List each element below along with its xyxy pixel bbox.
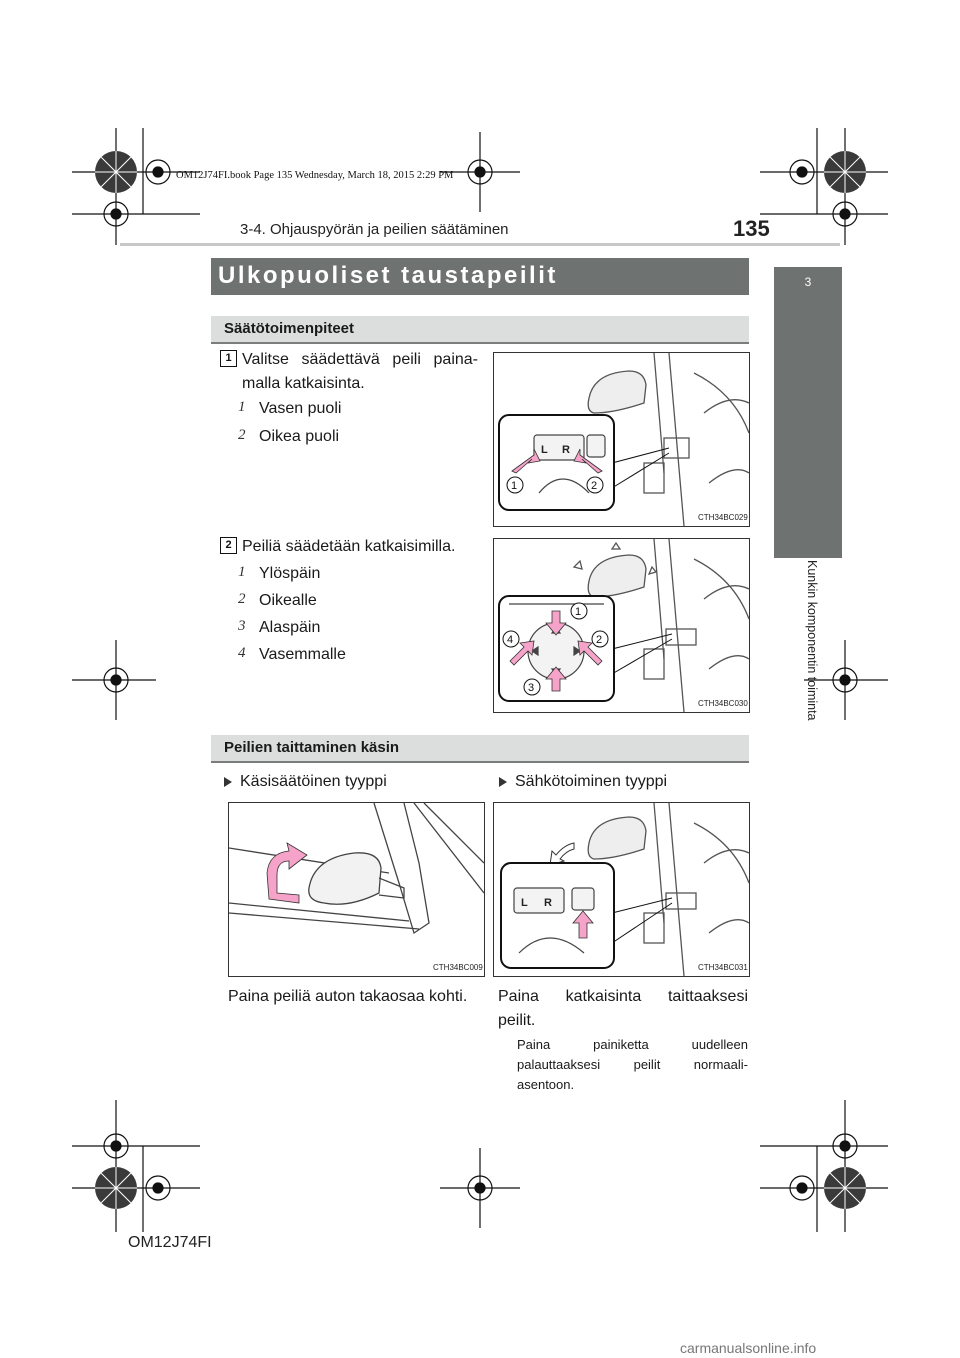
manual-type-label: Käsisäätöinen tyyppi xyxy=(224,770,387,794)
fold-switch-label-l: L xyxy=(521,897,528,909)
chapter-number: 3 xyxy=(804,275,812,289)
page-number: 135 xyxy=(733,216,770,241)
step-2-item-1-label: Ylöspäin xyxy=(259,565,321,582)
electric-type-text: Sähkötoiminen tyyppi xyxy=(515,773,668,790)
electric-note-line2: palauttaaksesi peilit normaali- xyxy=(517,1057,748,1072)
footer-manual-code: OM12J74FI xyxy=(128,1234,212,1251)
figure-code-030: CTH34BC030 xyxy=(698,699,748,708)
dashboard-illustration-2: 1 2 3 4 xyxy=(498,539,749,712)
step-1-item-1-number: 1 xyxy=(238,399,246,415)
header-rule xyxy=(120,243,840,246)
figure-code-029: CTH34BC029 xyxy=(698,513,748,522)
manual-mirror-illustration xyxy=(229,803,484,935)
electric-type-label: Sähkötoiminen tyyppi xyxy=(499,770,667,794)
manual-caption: Paina peiliä auton takaosaa kohti. xyxy=(228,988,468,1005)
electric-caption-line1: Paina katkaisinta taittaaksesi xyxy=(498,988,748,1005)
triangle-bullet-icon xyxy=(499,776,507,787)
fig2-callout-4: 4 xyxy=(507,634,513,646)
electric-note-line3: asentoon. xyxy=(517,1077,575,1092)
fig1-callout-2: 2 xyxy=(591,480,597,492)
step-2-item-4-label: Vasemmalle xyxy=(259,646,346,663)
subheading-bar xyxy=(211,316,749,344)
switch-label-l: L xyxy=(541,444,548,456)
subheading-folding: Peilien taittaminen käsin xyxy=(224,739,400,756)
dashboard-illustration: L R 1 2 xyxy=(498,353,749,526)
chapter-title-vertical: Kunkin komponentin toiminta xyxy=(805,560,819,721)
figure-manual-fold: CTH34BC009 xyxy=(228,802,485,977)
step-2-item-2-label: Oikealle xyxy=(259,592,317,609)
fig2-callout-3: 3 xyxy=(528,682,534,694)
step-1-item-2-label: Oikea puoli xyxy=(259,428,340,445)
title-bar xyxy=(211,258,749,295)
electric-note: Paina painiketta uudelleen palauttaakses… xyxy=(517,1035,748,1095)
subheading-bar-2 xyxy=(211,735,749,763)
electric-caption-line2: peilit. xyxy=(498,1012,536,1029)
step-2-item-4-number: 4 xyxy=(238,645,246,661)
page-title: Ulkopuoliset taustapeilit xyxy=(218,262,558,289)
step-2-item-3-label: Alaspäin xyxy=(259,619,321,636)
step-1-marker: 1 xyxy=(220,350,237,367)
figure-code-031: CTH34BC031 xyxy=(698,963,748,972)
fold-switch-label-r: R xyxy=(544,897,552,909)
subheading-adjustment: Säätötoimenpiteet xyxy=(224,320,355,337)
chapter-tab: 3 xyxy=(774,267,842,558)
running-header-title: 3-4. Ohjauspyörän ja peilien säätäminen xyxy=(240,221,509,238)
step-2-item-1-number: 1 xyxy=(238,564,246,580)
fig2-callout-2: 2 xyxy=(596,634,602,646)
step-2-marker: 2 xyxy=(220,537,237,554)
step-1-item-2-number: 2 xyxy=(238,427,246,443)
electric-note-line1: Paina painiketta uudelleen xyxy=(517,1037,748,1052)
watermark: carmanualsonline.info xyxy=(680,1340,817,1356)
fig2-callout-1: 1 xyxy=(575,606,581,618)
step-1-text: Valitse säädettävä peili paina- malla ka… xyxy=(242,348,478,396)
electric-caption: Paina katkaisinta taittaaksesi peilit. xyxy=(498,985,748,1033)
manual-type-text: Käsisäätöinen tyyppi xyxy=(240,773,387,790)
step-1-text-line2: malla katkaisinta. xyxy=(242,375,365,392)
electric-switch-illustration: L R xyxy=(500,803,749,976)
figure-electric-fold: L R CTH34BC031 xyxy=(493,802,750,977)
step-1-item-1-label: Vasen puoli xyxy=(259,400,342,417)
triangle-bullet-icon xyxy=(224,776,232,787)
step-2-item-3-number: 3 xyxy=(238,618,246,634)
figure-code-009: CTH34BC009 xyxy=(433,963,483,972)
book-info-line: OM12J74FI.book Page 135 Wednesday, March… xyxy=(176,170,454,181)
step-2-item-2-number: 2 xyxy=(238,591,246,607)
step-1-text-line1: Valitse säädettävä peili paina- xyxy=(242,351,478,368)
figure-select-switch: L R 1 2 CTH34BC029 xyxy=(493,352,750,527)
switch-label-r: R xyxy=(562,444,570,456)
fig1-callout-1: 1 xyxy=(511,480,517,492)
figure-adjust-switch: 1 2 3 4 CTH34BC030 xyxy=(493,538,750,713)
step-2-text: Peiliä säädetään katkaisimilla. xyxy=(242,538,456,555)
